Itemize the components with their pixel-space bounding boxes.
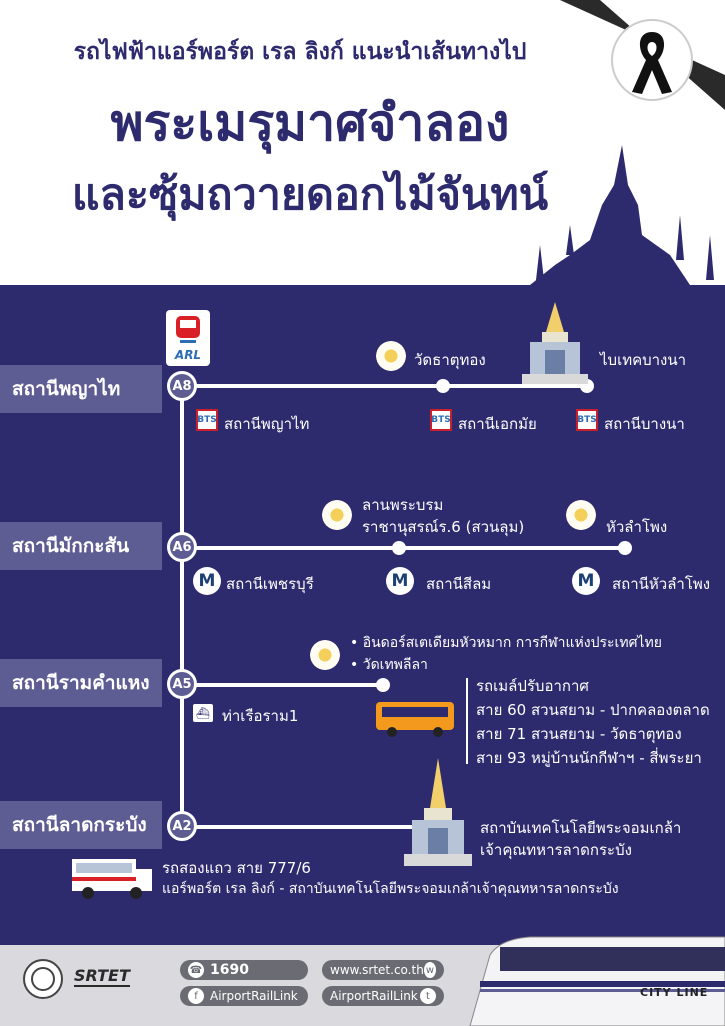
facebook-pill[interactable]: f AirportRailLink xyxy=(180,986,308,1006)
bts-icon: BTS xyxy=(196,409,218,431)
destination-suan-lum: ราชานุสรณ์ร.6 (สวนลุม) xyxy=(362,518,525,536)
twitter-pill[interactable]: AirportRailLink t xyxy=(322,986,444,1006)
main-line xyxy=(180,385,184,825)
branch-line-a2 xyxy=(182,825,420,829)
destination-kmitl-line1: สถาบันเทคโนโลยีพระจอมเกล้า xyxy=(480,819,682,837)
connection-ram1-pier: ท่าเรือราม1 xyxy=(222,707,299,725)
connection-bang-na: สถานีบางนา xyxy=(604,415,685,433)
stop-dot-hua-lamphong xyxy=(618,541,632,555)
bus-route-71: สาย 71 สวนสยาม - วัดธาตุทอง xyxy=(476,725,682,743)
destination-wat-thep-leela: • วัดเทพลีลา xyxy=(350,657,428,673)
bus-info-divider xyxy=(466,678,468,764)
boat-pier-icon: ⛴ xyxy=(193,704,213,722)
mourning-ribbon-icon xyxy=(560,0,725,110)
connection-ekkamai: สถานีเอกมัย xyxy=(458,415,537,433)
srt-emblem-icon xyxy=(23,959,63,999)
songthaew-icon xyxy=(72,859,152,899)
arl-train-icon xyxy=(176,316,200,343)
page-title-line1: พระเมรุมาศจำลอง xyxy=(110,94,510,152)
stop-dot-wat-thep-leela xyxy=(376,678,390,692)
pavilion-icon xyxy=(404,758,472,866)
flower-icon xyxy=(310,640,340,670)
station-code-a5: A5 xyxy=(167,669,197,699)
destination-wat-that-thong: วัดธาตุทอง xyxy=(414,351,486,369)
website-url: www.srtet.co.th xyxy=(330,963,424,977)
srtet-logo: SRTET xyxy=(74,966,130,987)
branch-line-a5 xyxy=(182,683,382,687)
connection-phetchaburi: สถานีเพชรบุรี xyxy=(226,575,314,593)
mrt-icon: M xyxy=(386,567,414,595)
bus-icon xyxy=(376,702,454,737)
pavilion-icon xyxy=(522,302,588,384)
bus-route-93: สาย 93 หมู่บ้านนักกีฬาฯ - สี่พระยา xyxy=(476,749,702,767)
mrt-icon: M xyxy=(572,567,600,595)
facebook-handle: AirportRailLink xyxy=(210,989,298,1003)
station-label-makkasan: สถานีมักกะสัน xyxy=(0,522,162,570)
train-label: CITY LINE xyxy=(640,986,709,999)
destination-hua-lamphong: หัวลำโพง xyxy=(606,518,668,536)
branch-line-a8 xyxy=(182,384,587,388)
web-icon: w xyxy=(423,962,436,978)
phone-icon: ☎ xyxy=(188,962,204,978)
bus-route-60: สาย 60 สวนสยาม - ปากคลองตลาด xyxy=(476,701,710,719)
bts-icon: BTS xyxy=(430,409,452,431)
station-label-ramkhamhaeng: สถานีรามคำแหง xyxy=(0,659,162,707)
hotline-pill: ☎ 1690 xyxy=(180,960,308,980)
city-line-train-icon xyxy=(469,936,725,1026)
facebook-icon: f xyxy=(188,988,204,1004)
page-title-line2: และซุ้มถวายดอกไม้จันทน์ xyxy=(71,170,549,220)
connection-silom: สถานีสีลม xyxy=(426,575,492,593)
station-code-a2: A2 xyxy=(167,811,197,841)
station-code-a8: A8 xyxy=(167,371,197,401)
mrt-icon: M xyxy=(193,567,221,595)
songthaew-description: แอร์พอร์ต เรล ลิงก์ - สถาบันเทคโนโลยีพระ… xyxy=(162,881,619,897)
bts-icon: BTS xyxy=(576,409,598,431)
flower-icon xyxy=(322,500,352,530)
connection-phaya-thai: สถานีพญาไท xyxy=(224,415,310,433)
hotline-number: 1690 xyxy=(210,962,249,978)
arl-logo-text: ARL xyxy=(174,348,202,362)
header-subtitle: รถไฟฟ้าแอร์พอร์ต เรล ลิงก์ แนะนำเส้นทางไ… xyxy=(73,39,527,65)
station-label-phaya-thai: สถานีพญาไท xyxy=(0,365,162,413)
songthaew-route: รถสองแถว สาย 777/6 xyxy=(162,859,311,877)
bus-title: รถเมล์ปรับอากาศ xyxy=(476,677,589,695)
connection-hua-lamphong: สถานีหัวลำโพง xyxy=(612,575,711,593)
arl-logo: ARL xyxy=(166,310,210,366)
temple-silhouette-icon xyxy=(510,145,725,290)
destination-lan-phra-borom: ลานพระบรม xyxy=(362,496,444,514)
stop-dot-silom xyxy=(392,541,406,555)
twitter-icon: t xyxy=(420,988,436,1004)
destination-indoor-stadium: • อินดอร์สเตเดียมหัวหมาก การกีฬาแห่งประเ… xyxy=(350,635,662,651)
website-pill[interactable]: www.srtet.co.th w xyxy=(322,960,444,980)
flower-icon xyxy=(376,341,406,371)
stop-dot-ekkamai xyxy=(436,379,450,393)
destination-kmitl-line2: เจ้าคุณทหารลาดกระบัง xyxy=(480,841,632,859)
station-label-lat-krabang: สถานีลาดกระบัง xyxy=(0,801,162,849)
destination-bitec: ไบเทคบางนา xyxy=(600,351,687,369)
flower-icon xyxy=(566,500,596,530)
station-code-a6: A6 xyxy=(167,532,197,562)
twitter-handle: AirportRailLink xyxy=(330,989,418,1003)
